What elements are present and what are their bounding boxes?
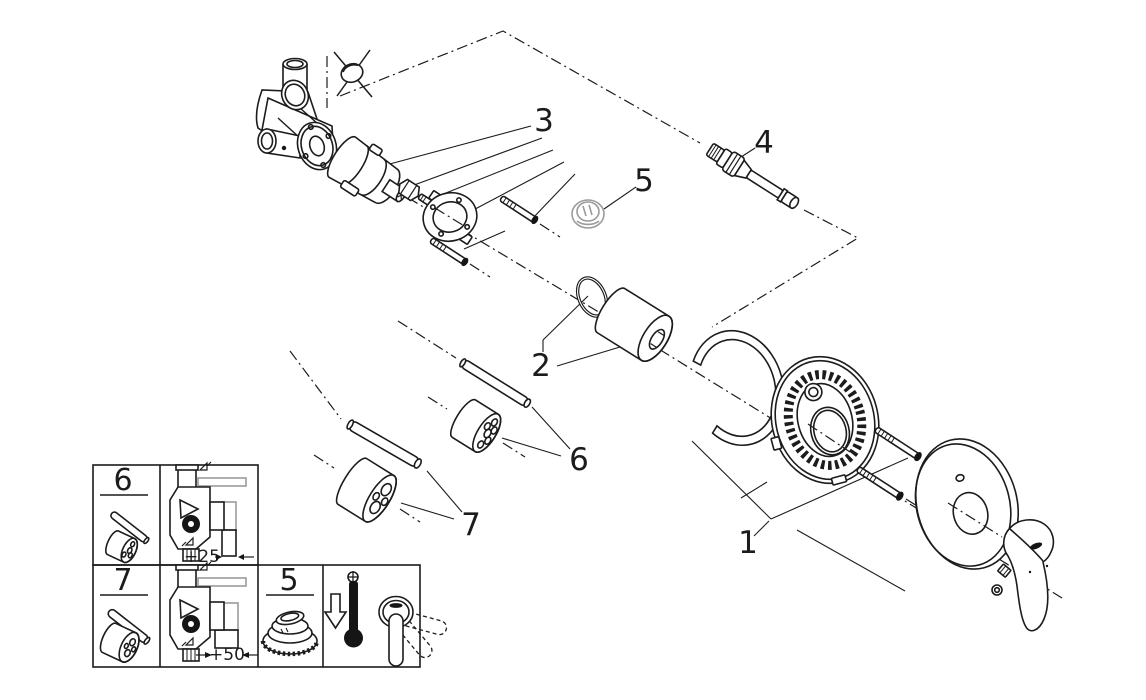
handle-plug xyxy=(991,584,1003,596)
inset-cell-6: 6 xyxy=(100,463,150,564)
dim-label-50: +50 xyxy=(209,645,245,665)
mounting-ring xyxy=(422,190,478,245)
callout-1: 1 xyxy=(738,525,758,561)
mounting-screw-a xyxy=(499,195,539,225)
callout-5: 5 xyxy=(634,163,654,199)
inset-temp-handle xyxy=(323,571,448,667)
callout-7: 7 xyxy=(461,507,481,543)
dim-label-25: +25 xyxy=(184,547,220,567)
callout-3: 3 xyxy=(534,103,554,139)
inset-cell-5: 5 xyxy=(260,563,320,657)
trim-screw-a xyxy=(874,427,922,462)
callout-6: 6 xyxy=(569,442,589,478)
callout-4: 4 xyxy=(754,125,774,161)
mounting-screw-b xyxy=(429,237,469,267)
callout-leader-lines xyxy=(385,125,989,592)
inset-box: 6 xyxy=(92,461,448,668)
trim-screw-b xyxy=(856,466,904,501)
cartridge-nut xyxy=(397,178,421,202)
stop-ring xyxy=(571,199,605,229)
extension-spindle xyxy=(706,143,800,210)
valve-body xyxy=(255,57,338,171)
axis-overlays xyxy=(434,207,1003,538)
cartridge xyxy=(326,135,407,205)
temperature-stop-cap xyxy=(260,610,320,657)
spacer-7 xyxy=(335,457,398,523)
extension-pin-7 xyxy=(346,419,422,469)
callout-2: 2 xyxy=(531,348,551,384)
function-unit xyxy=(770,355,880,486)
retaining-c-ring xyxy=(692,329,785,447)
lever-handle xyxy=(1002,519,1055,632)
down-arrow-icon xyxy=(323,593,348,630)
lever-pictogram xyxy=(378,595,448,667)
spacer-6 xyxy=(449,398,502,454)
inset-label-5: 5 xyxy=(279,563,298,598)
inset-label-7: 7 xyxy=(113,563,132,598)
extension-pin-6 xyxy=(459,358,532,408)
valve-flange xyxy=(296,121,338,171)
inset-valve-50: +50 xyxy=(169,561,258,665)
handle-set-screw xyxy=(997,563,1012,578)
inset-cell-7: 7 xyxy=(99,563,151,663)
inset-label-6: 6 xyxy=(113,463,132,498)
extension-sleeve xyxy=(594,287,674,362)
escutcheon xyxy=(914,438,1020,570)
thermometer-icon xyxy=(344,571,363,648)
sealing-plug-crossed-icon xyxy=(333,49,373,98)
inset-valve-25: +25 xyxy=(169,461,254,567)
